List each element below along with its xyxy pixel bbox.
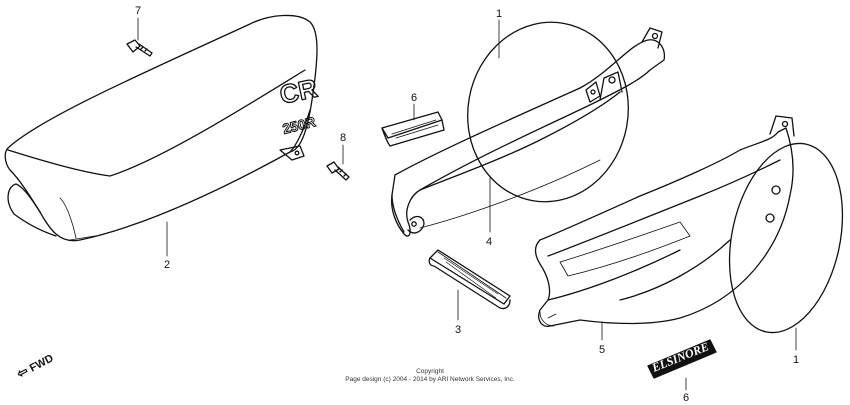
- seat-part: CR 250R: [4, 14, 321, 242]
- bolt-part-7: [126, 39, 153, 57]
- callout-6-upper: 6: [411, 92, 417, 104]
- callout-1-upper: 1: [496, 8, 502, 20]
- callout-6-lower: 6: [683, 392, 689, 404]
- leader-lines: [137, 17, 797, 391]
- callout-5: 5: [599, 344, 605, 356]
- seat-logo-letters: CR: [277, 73, 320, 110]
- callout-4: 4: [486, 236, 492, 248]
- bolt-part-8: [326, 161, 350, 181]
- elsinore-emblem-part: ELSINORE: [647, 339, 717, 379]
- left-side-cover-part: [534, 115, 844, 334]
- seat-logo: CR 250R: [276, 72, 320, 137]
- callout-8: 8: [340, 132, 346, 144]
- copyright-notice: Copyright Page design (c) 2004 - 2014 by…: [300, 368, 560, 384]
- callout-numbers: 7 2 8 6 1 4 3 5 1 6: [135, 5, 799, 404]
- copyright-line-2: Page design (c) 2004 - 2014 by ARI Netwo…: [345, 376, 515, 383]
- bracket-part: [428, 249, 511, 310]
- label-strip-part: [381, 111, 445, 147]
- callout-1-lower: 1: [793, 354, 799, 366]
- copyright-line-1: Copyright: [416, 368, 444, 375]
- callout-2: 2: [164, 259, 170, 271]
- callout-7: 7: [135, 5, 141, 17]
- right-side-cover-part: [390, 21, 666, 237]
- seat-logo-model: 250R: [281, 113, 317, 137]
- callout-3: 3: [455, 324, 461, 336]
